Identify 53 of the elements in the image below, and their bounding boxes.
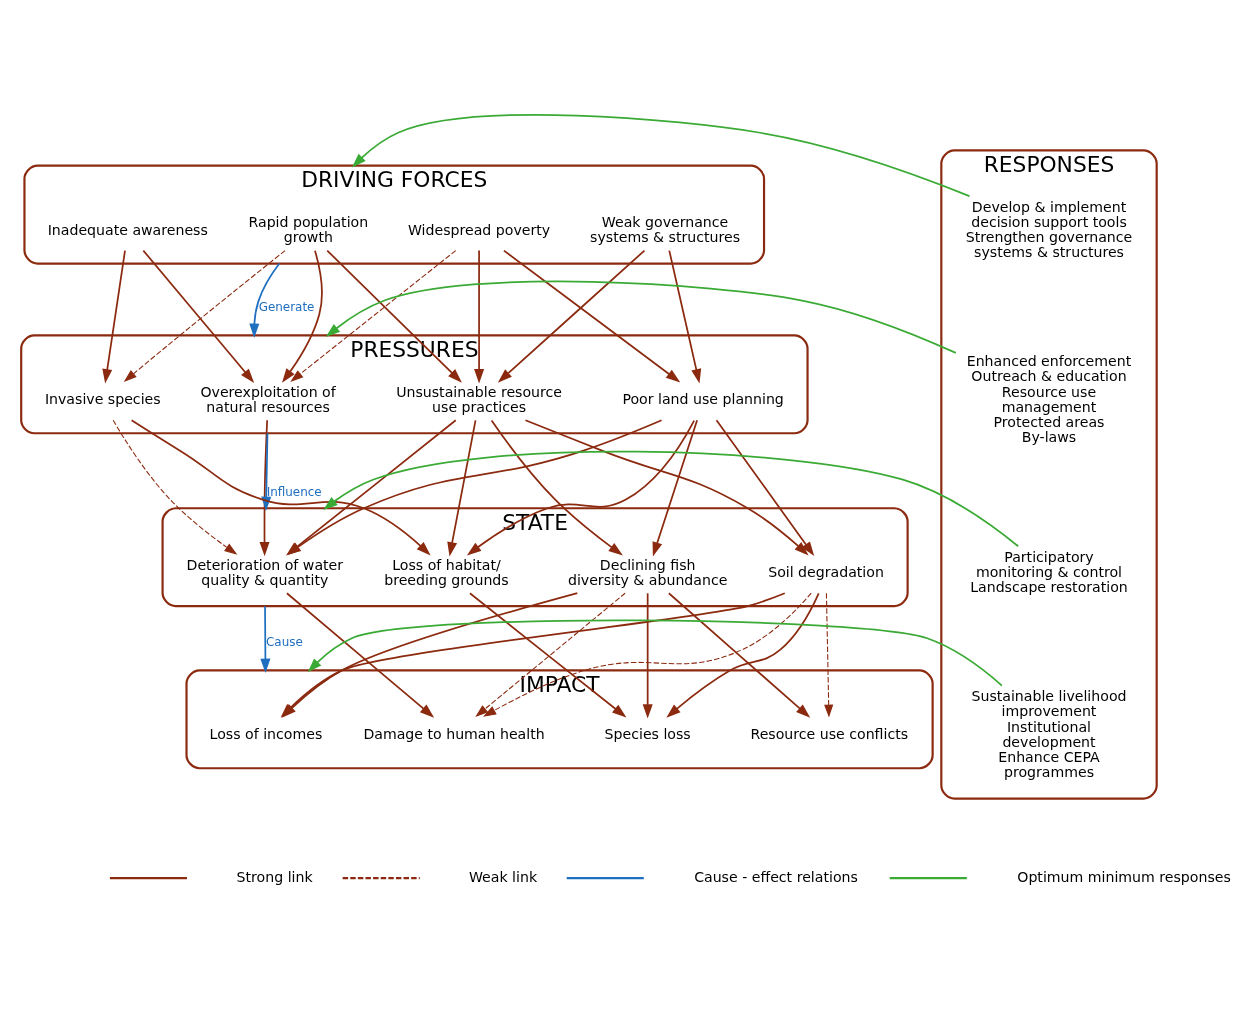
node-text: Unsustainable resource use practices (396, 383, 563, 415)
arrow (286, 592, 435, 718)
arrow (497, 249, 646, 383)
node-text: Deterioration of water quality & quantity (186, 556, 344, 588)
arrow (290, 250, 457, 382)
node-text: Develop & implement decision support tools Strengthen governance systems & structures (965, 198, 1133, 261)
arrow (282, 249, 323, 383)
edge-label: Influence (266, 485, 322, 500)
arrow (642, 592, 653, 719)
arrow (112, 419, 238, 555)
arrow (102, 249, 126, 384)
node-text: Weak governance systems & structures (590, 214, 741, 246)
node-text: Enhanced enforcement Outreach & education Resource use management Protected areas By-laws (966, 353, 1132, 446)
arrow (668, 249, 702, 384)
arrow (483, 592, 812, 717)
arrow (503, 249, 681, 383)
arrow (490, 419, 623, 556)
node-text: Loss of habitat/ breeding grounds (384, 556, 509, 588)
node-text: Species loss (604, 726, 691, 743)
node-text: Resource use conflicts (750, 726, 909, 743)
arrow (524, 419, 809, 556)
node-text: Widespread poverty (407, 221, 551, 238)
arrow (249, 262, 281, 338)
legend-label: Weak link (468, 868, 538, 885)
arrow (652, 419, 698, 557)
legend-label: Strong link (236, 868, 313, 885)
node-text: Inadequate awareness (47, 221, 208, 238)
arrow (447, 419, 477, 557)
arrow (351, 113, 971, 197)
node-text: Participatory monitoring & control Landscape restoration (970, 549, 1128, 596)
node-text: Damage to human health (363, 726, 545, 743)
arrow (142, 249, 255, 383)
arrow (325, 280, 957, 354)
arrow (260, 605, 271, 673)
node-text: Poor land use planning (622, 391, 784, 408)
edge-label: Cause (265, 635, 303, 650)
legend-label: Optimum minimum responses (1017, 868, 1231, 885)
arrow (474, 249, 485, 384)
arrow (307, 619, 1003, 687)
legend-label: Cause - effect relations (694, 868, 858, 885)
node-text: Overexploitation of natural resources (200, 383, 336, 415)
node-text: Invasive species (44, 391, 161, 408)
arrow (466, 419, 696, 556)
node-text: Rapid population growth (248, 214, 369, 246)
node-text: Loss of incomes (209, 726, 323, 743)
arrow (824, 592, 834, 718)
arrow (123, 250, 286, 382)
edge-label: Generate (258, 300, 315, 315)
arrow (323, 450, 1019, 548)
node-text: Sustainable livelihood improvement Institutional development Enhance CEPA programmes (971, 688, 1127, 781)
arrow (715, 419, 815, 556)
node-text: Declining fish diversity & abundance (567, 556, 728, 588)
node-text: Soil degradation (768, 564, 884, 581)
